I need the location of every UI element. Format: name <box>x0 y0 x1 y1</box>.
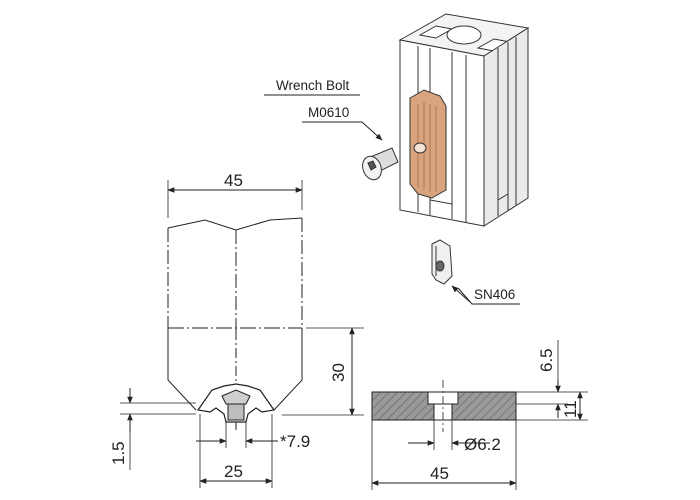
dim-1-5: 1.5 <box>109 441 128 465</box>
wrench-bolt-callout: Wrench Bolt M0610 <box>264 78 383 141</box>
wrench-bolt <box>362 147 399 181</box>
dim-11: 11 <box>561 400 580 418</box>
wrench-bolt-title: Wrench Bolt <box>276 78 350 93</box>
front-view <box>167 217 303 430</box>
sn406-label: SN406 <box>474 287 515 302</box>
dim-height-30: 30 <box>282 327 364 416</box>
dim-plate-heights: 6.5 11 <box>516 340 588 421</box>
dim-thickness-1-5: 1.5 <box>109 388 196 470</box>
dim-30: 30 <box>329 363 348 382</box>
sn406-callout: SN406 <box>451 285 520 305</box>
dim-6-5: 6.5 <box>537 348 556 372</box>
dim-plate-width: 45 <box>371 420 517 490</box>
t-nut-in-slot <box>409 89 447 199</box>
dim-45-top: 45 <box>224 171 243 190</box>
dim-7-9: *7.9 <box>280 432 310 451</box>
dim-opening-7-9: *7.9 <box>196 420 310 451</box>
dim-profile-width: 45 <box>167 171 303 218</box>
dim-25: 25 <box>224 462 243 481</box>
dim-slot-width-25: 25 <box>199 414 273 488</box>
dim-hole-diameter: Ø6.2 <box>408 420 501 454</box>
wrench-bolt-code: M0610 <box>308 105 349 120</box>
dim-45-plate: 45 <box>430 464 449 483</box>
plate-section <box>371 380 517 432</box>
sn406-nut <box>431 239 453 285</box>
dim-6-2: Ø6.2 <box>464 435 501 454</box>
